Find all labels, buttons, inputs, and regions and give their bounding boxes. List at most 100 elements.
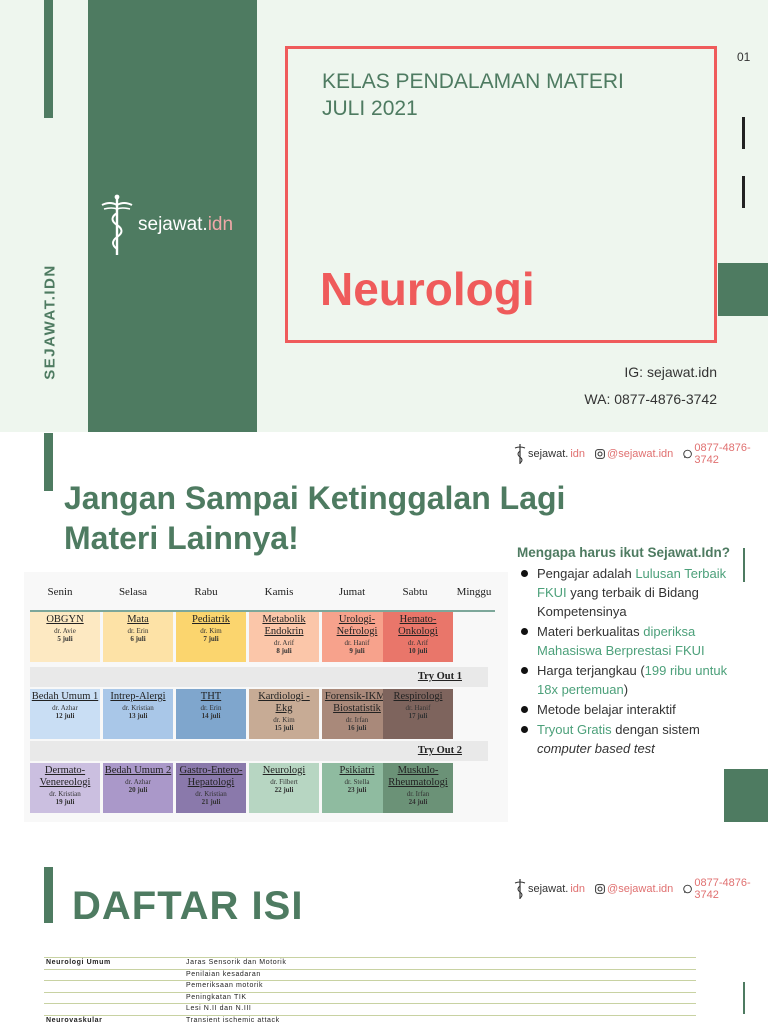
- schedule-date: 16 juli: [347, 724, 367, 732]
- decor-tick: [742, 176, 745, 208]
- instagram-contact: IG: sejawat.idn: [624, 364, 717, 380]
- vertical-brand: SEJAWAT.IDN: [28, 262, 72, 382]
- decor-bar: [44, 0, 53, 118]
- decor-block: [718, 263, 768, 316]
- schedule-subject: Gastro-Entero-Hepatologi: [179, 765, 243, 788]
- schedule-doctor: dr. Kristian: [195, 790, 227, 798]
- decor-bar: [743, 982, 745, 1014]
- schedule-subject: Psikiatri: [339, 765, 375, 776]
- caduceus-icon: [514, 879, 526, 899]
- tryout-row: Try Out 1: [30, 667, 488, 687]
- schedule-date: 15 juli: [274, 724, 294, 732]
- title-frame: [285, 46, 717, 343]
- schedule-date: 10 juli: [408, 647, 428, 655]
- benefit-item: Metode belajar interaktif: [519, 700, 747, 719]
- logo-text: sejawat.idn: [138, 214, 234, 235]
- toc-topic: Penilaian kesadaran: [186, 970, 261, 978]
- schedule-doctor: dr. Stella: [344, 778, 370, 786]
- schedule-doctor: dr. Erin: [200, 704, 222, 712]
- toc-topic: Jaras Sensorik dan Motorik: [186, 959, 287, 966]
- day-name: Senin: [47, 586, 73, 598]
- schedule-doctor: dr. Avie: [54, 627, 76, 635]
- decor-block: [724, 769, 768, 822]
- schedule-subject: Kardiologi - Ekg: [258, 691, 310, 714]
- schedule-table: Senin Selasa Rabu Kamis Jumat Sabtu Ming…: [24, 572, 508, 822]
- slide-title: Neurologi: [320, 263, 535, 315]
- schedule-doctor: dr. Kristian: [122, 704, 154, 712]
- decor-tick: [742, 117, 745, 149]
- decor-bar: [743, 548, 745, 582]
- schedule-subject: Forensik-IKM-Biostatistik: [324, 691, 390, 714]
- header-contacts: sejawat.idn @sejawat.idn 0877-4876-3742: [514, 442, 768, 466]
- schedule-date: 14 juli: [201, 712, 221, 720]
- schedule-doctor: dr. Azhar: [52, 704, 78, 712]
- schedule-subject: Metabolik Endokrin: [262, 614, 306, 637]
- schedule-date: 7 juli: [203, 635, 219, 643]
- class-label-line1: KELAS PENDALAMAN MATERI: [322, 70, 624, 93]
- header-brand: sejawat.idn: [514, 443, 585, 465]
- vertical-brand-text: SEJAWAT.IDN: [41, 264, 59, 380]
- schedule-doctor: dr. Arif: [273, 639, 295, 647]
- why-title: Mengapa harus ikut Sejawat.Idn?: [517, 545, 731, 560]
- schedule-doctor: dr. Irfan: [406, 790, 430, 798]
- schedule-subject: Muskulo-Rheumatologi: [388, 765, 448, 788]
- schedule-date: 13 juli: [128, 712, 148, 720]
- instagram-icon: [595, 884, 605, 894]
- benefit-item: Pengajar adalah Lulusan Terbaik FKUI yan…: [519, 564, 747, 621]
- header-whatsapp: 0877-4876-3742: [683, 877, 768, 901]
- tryout-row: Try Out 2: [30, 741, 488, 761]
- schedule-slide: sejawat.idn @sejawat.idn 0877-4876-3742 …: [0, 432, 768, 864]
- cover-slide: SEJAWAT.IDN sejawat.idn KELAS PENDALAMAN…: [0, 0, 768, 432]
- toc-topic: Lesi N.II dan N.III: [186, 1005, 252, 1012]
- schedule-date: 12 juli: [55, 712, 75, 720]
- toc-slide: sejawat.idn @sejawat.idn 0877-4876-3742 …: [0, 864, 768, 1024]
- toc-row: Lesi N.II dan N.III: [44, 1003, 696, 1014]
- toc-topic: Peningkatan TIK: [186, 993, 247, 1001]
- schedule-doctor: dr. Kim: [273, 716, 295, 724]
- schedule-doctor: dr. Arif: [407, 639, 429, 647]
- toc-topic: Transient ischemic attack: [186, 1016, 280, 1024]
- schedule-date: 22 juli: [274, 786, 294, 794]
- day-name: Selasa: [118, 586, 148, 598]
- benefit-item: Materi berkualitas diperiksa Mahasiswa B…: [519, 622, 747, 660]
- schedule-subject: Bedah Umum 1: [31, 691, 99, 702]
- schedule-date: 5 juli: [57, 635, 73, 643]
- whatsapp-contact: WA: 0877-4876-3742: [584, 391, 717, 407]
- divider: [30, 610, 495, 612]
- benefit-item: Tryout Gratis dengan sistem computer bas…: [519, 720, 747, 758]
- schedule-date: 24 juli: [408, 798, 428, 806]
- schedule-day-header: Senin Selasa Rabu Kamis Jumat Sabtu Ming…: [24, 572, 504, 608]
- schedule-doctor: dr. Hanif: [344, 639, 370, 647]
- day-name: Kamis: [264, 586, 294, 598]
- schedule-subject: Dermato-Venereologi: [39, 765, 91, 788]
- toc-row: Pemeriksaan motorik: [44, 980, 696, 991]
- schedule-date: 20 juli: [128, 786, 148, 794]
- schedule-subject: THT: [200, 691, 222, 702]
- schedule-subject: Urologi-Nefrologi: [336, 614, 378, 637]
- day-name: Sabtu: [402, 586, 428, 598]
- page-number: 01: [737, 50, 751, 64]
- header-whatsapp: 0877-4876-3742: [683, 442, 768, 466]
- schedule-date: 23 juli: [347, 786, 367, 794]
- schedule-date: 6 juli: [130, 635, 146, 643]
- toc-section: Neurologi Umum: [46, 959, 111, 966]
- schedule-date: 9 juli: [349, 647, 365, 655]
- caduceus-icon: [514, 444, 526, 464]
- schedule-subject: Hemato-Onkologi: [398, 614, 438, 637]
- header-instagram: @sejawat.idn: [595, 448, 673, 460]
- schedule-date: 8 juli: [276, 647, 292, 655]
- schedule-doctor: dr. Hanif: [405, 704, 431, 712]
